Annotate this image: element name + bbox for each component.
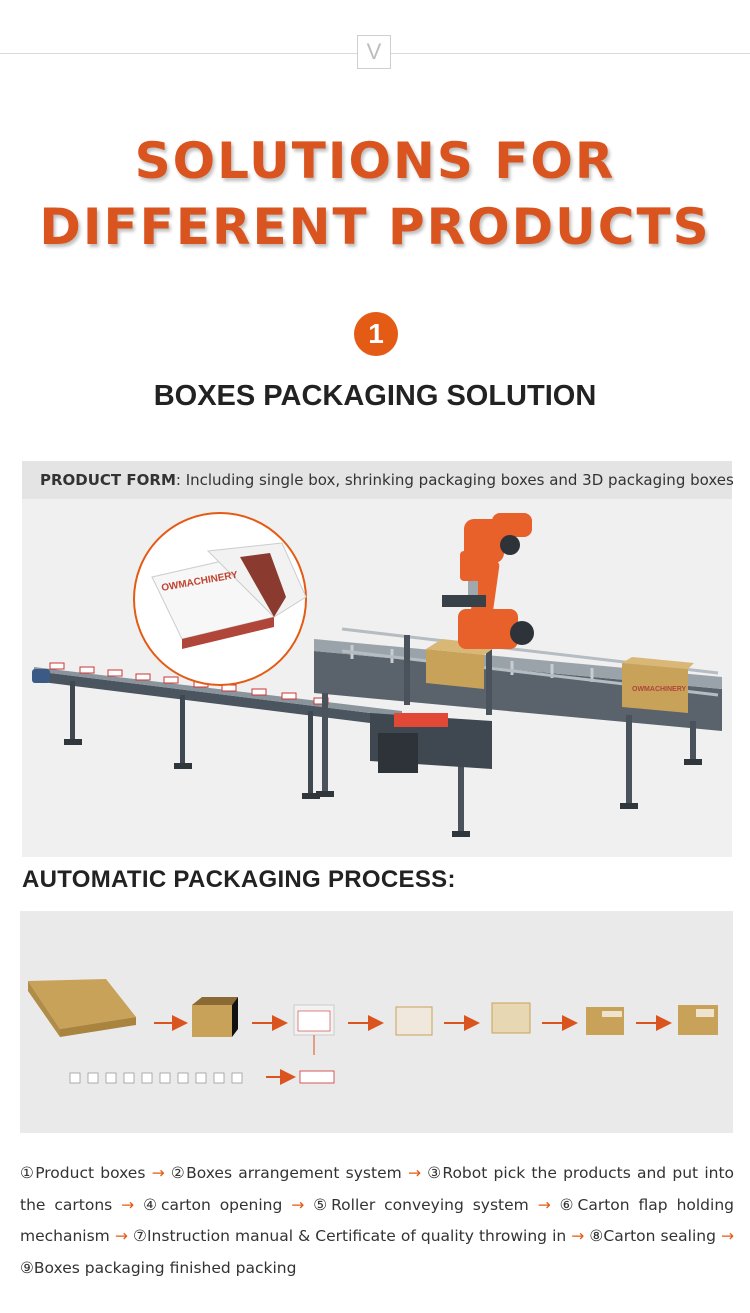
arrow-icon: → [571, 1227, 585, 1245]
section-title: BOXES PACKAGING SOLUTION [153, 380, 597, 412]
step-8: ⑧Carton sealing [589, 1227, 716, 1245]
process-diagram [20, 911, 733, 1133]
logo-badge: V [357, 35, 391, 69]
step-1: ①Product boxes [20, 1164, 146, 1182]
carton-brand: OWMACHINERY [632, 686, 687, 693]
arrow-icon: → [407, 1164, 421, 1182]
step-4: ④carton opening [143, 1195, 283, 1214]
step-7: ⑦Instruction manual & Certificate of qua… [132, 1227, 567, 1245]
product-form-label: PRODUCT FORM [40, 471, 176, 489]
machine-drawing: OWMACHINERY OWMACHINERY [32, 512, 722, 837]
step-6: ⑥Carton flap holding mechanism [20, 1195, 734, 1246]
section-number-badge: 1 [354, 312, 398, 356]
arrow-icon: → [151, 1164, 165, 1182]
arrow-icon: → [537, 1195, 551, 1214]
arrow-icon: → [291, 1195, 305, 1214]
product-form-bar: PRODUCT FORM: Including single box, shri… [22, 461, 734, 499]
process-steps-text: ①Product boxes → ②Boxes arrangement syst… [20, 1158, 734, 1284]
step-2: ②Boxes arrangement system [170, 1164, 402, 1182]
packaging-machine-illustration: OWMACHINERY OWMACHINERY [22, 499, 732, 857]
step-5: ⑤Roller conveying system [313, 1195, 529, 1214]
logo-letter: V [366, 39, 382, 64]
page-title-line1: SOLUTIONS FOR [134, 132, 616, 190]
step-3: ③Robot pick the products and put into th… [20, 1164, 735, 1214]
page-title-line2: DIFFERENT PRODUCTS [39, 198, 711, 256]
arrow-icon: → [121, 1195, 135, 1214]
process-steps-drawing [28, 979, 718, 1085]
process-heading: AUTOMATIC PACKAGING PROCESS: [22, 866, 456, 893]
step-9: ⑨Boxes packaging finished packing [20, 1258, 297, 1277]
product-form-text: : Including single box, shrinking packag… [175, 471, 734, 489]
arrow-icon: → [721, 1227, 734, 1245]
arrow-icon: → [114, 1227, 128, 1245]
